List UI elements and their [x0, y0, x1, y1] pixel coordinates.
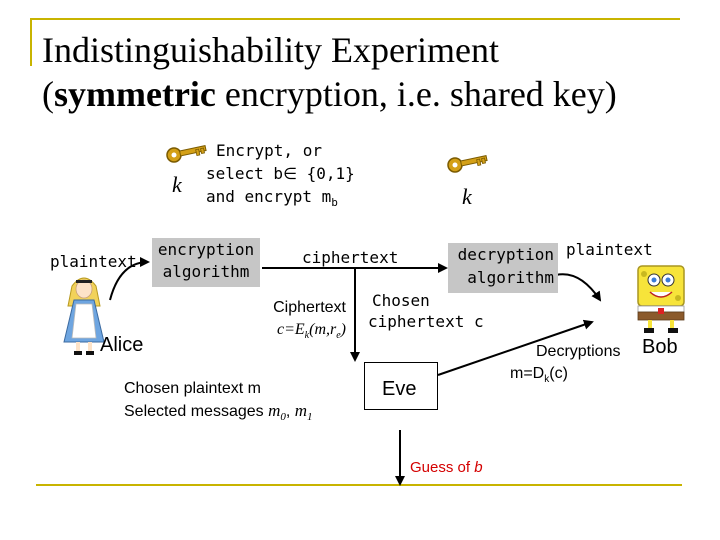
bottom-rule: [36, 484, 682, 486]
encryption-box-line-1: encryption: [157, 240, 255, 259]
key-icon-left: [166, 145, 207, 163]
chosen-ciphertext-line-1: Chosen: [372, 291, 430, 310]
alice-label: Alice: [100, 334, 144, 356]
title-left-rule: [30, 18, 32, 66]
arrow-alice-to-encryption: [109, 257, 150, 301]
chosen-plaintext-label: Chosen plaintext m Selected messages m0,…: [124, 378, 313, 428]
title-line-2: (symmetric encryption, i.e. shared key): [42, 74, 617, 114]
encrypt-note: Encrypt, or select b∈ {0,1} and encrypt …: [206, 139, 355, 214]
plaintext-right-label: plaintext: [566, 240, 653, 259]
decryptions-line-2: m=Dk(c): [510, 365, 568, 386]
title-line-1: Indistinguishability Experiment: [42, 30, 499, 70]
decryption-box-line-2: algorithm: [467, 268, 554, 287]
decryptions-label: Decryptions m=Dk(c): [510, 341, 621, 391]
encrypt-note-line-3: and encrypt mb: [206, 187, 338, 210]
encryption-algorithm-box: encryption algorithm: [152, 238, 260, 287]
ciphertext-formula-line-2: c=Ek(m,re): [276, 321, 346, 342]
decryptions-line-1: Decryptions: [536, 343, 621, 360]
key-label-right: k: [462, 184, 472, 209]
chosen-plaintext-line-2: Selected messages m0, m1: [124, 401, 313, 424]
chosen-plaintext-line-1: Chosen plaintext m: [124, 380, 261, 397]
encryption-box-line-2: algorithm: [162, 262, 250, 281]
encrypt-note-line-2: select b∈ {0,1}: [206, 164, 355, 183]
chosen-ciphertext-line-2: ciphertext c: [368, 312, 484, 331]
slide-title: Indistinguishability Experiment (symmetr…: [42, 28, 617, 116]
key-icon-right: [447, 155, 488, 173]
arrow-decryption-to-bob: [555, 273, 602, 302]
alice-avatar: [63, 277, 105, 355]
ciphertext-formula-line-1: Ciphertext: [273, 299, 346, 316]
guess-label: Guess of b: [410, 459, 483, 476]
eve-box: [364, 362, 438, 410]
ciphertext-label: ciphertext: [302, 248, 399, 267]
decryption-algorithm-box: decryption algorithm: [448, 243, 558, 293]
decryption-box-line-1: decryption: [457, 245, 554, 264]
bob-avatar: [637, 265, 685, 333]
plaintext-left-label: plaintext: [50, 252, 137, 271]
arrow-eve-to-bob: [437, 319, 594, 376]
title-top-rule: [30, 18, 680, 20]
chosen-ciphertext-label: Chosen ciphertext c: [368, 290, 484, 332]
eve-label: Eve: [382, 378, 417, 400]
bob-label: Bob: [642, 336, 678, 358]
encrypt-note-line-1: Encrypt, or: [216, 141, 322, 160]
ciphertext-formula: Ciphertext c=Ek(m,re): [238, 297, 346, 347]
key-label-left: k: [172, 172, 182, 197]
